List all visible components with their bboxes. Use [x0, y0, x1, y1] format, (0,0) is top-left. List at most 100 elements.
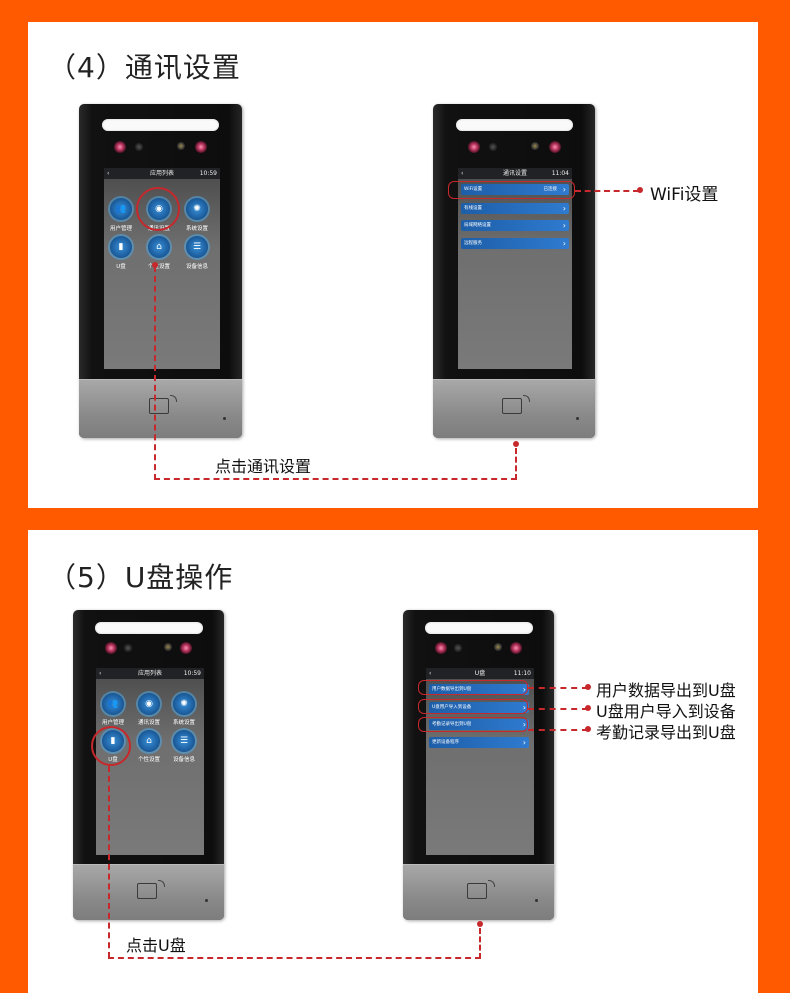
clock: 11:10 — [513, 670, 531, 677]
app-label: 个性设置 — [147, 264, 170, 270]
back-icon[interactable]: ‹ — [107, 170, 110, 177]
usb-drive-icon[interactable]: ▮ — [110, 236, 132, 258]
device-left: ‹ 应用列表 10:59 👥 用户管理 ◉ 通讯设置 ✺ 系统设置 ▮ U盘 ⌂… — [79, 104, 242, 438]
home-icon[interactable]: ⌂ — [138, 730, 160, 752]
indicator-led — [223, 417, 226, 420]
indicator-led — [535, 899, 538, 902]
row-label: 局域网络设置 — [464, 223, 491, 228]
chevron-right-icon: › — [562, 185, 566, 194]
home-icon[interactable]: ⌂ — [148, 236, 170, 258]
callout-export-users: 用户数据导出到U盘 — [596, 681, 736, 700]
app-label: 设备信息 — [172, 757, 195, 763]
connector-line — [528, 708, 588, 710]
row-label: 用户数据导出到U盘 — [432, 687, 472, 692]
row-label: 考勤记录导出到U盘 — [432, 722, 472, 727]
connector-dot — [585, 684, 591, 690]
clock: 10:59 — [183, 670, 201, 677]
gear-icon[interactable]: ✺ — [173, 693, 195, 715]
connector-line — [108, 957, 481, 959]
device-base — [79, 379, 242, 438]
connector-line — [528, 687, 588, 689]
indicator-led — [576, 417, 579, 420]
ir-camera-icon — [549, 141, 561, 153]
callout-wifi: WiFi设置 — [650, 185, 719, 205]
chevron-right-icon: › — [522, 720, 526, 729]
highlight-circle — [136, 187, 180, 231]
app-label: U盘 — [116, 264, 126, 270]
ir-camera-icon — [180, 642, 192, 654]
sensor-icon — [494, 643, 502, 651]
app-label: 用户管理 — [109, 226, 132, 232]
camera-lens-icon — [123, 643, 133, 653]
app-label: 个性设置 — [137, 757, 160, 763]
connector-dot — [585, 726, 591, 732]
device-right: ‹ U盘 11:10 用户数据导出到U盘 › U盘用户导入到设备 › 考勤记录导… — [403, 610, 554, 920]
gear-icon[interactable]: ✺ — [186, 198, 208, 220]
chevron-right-icon: › — [562, 221, 566, 230]
status-bar: ‹ 通讯设置 11:04 — [458, 168, 572, 179]
row-label: 远程服务 — [464, 241, 482, 246]
device-right: ‹ 通讯设置 11:04 WiFi设置 已连接 › 有线设置 › 局域网络设置 … — [433, 104, 595, 438]
chevron-right-icon: › — [522, 703, 526, 712]
menu-row-export-attendance[interactable]: 考勤记录导出到U盘 › — [429, 719, 529, 730]
light-bar — [95, 622, 203, 634]
menu-row-wifi[interactable]: WiFi设置 已连接 › — [461, 184, 569, 195]
highlight-box — [448, 181, 575, 199]
device-screen: ‹ U盘 11:10 用户数据导出到U盘 › U盘用户导入到设备 › 考勤记录导… — [426, 668, 534, 855]
sensor-icon — [164, 643, 172, 651]
clock: 11:04 — [551, 170, 569, 177]
info-list-icon[interactable]: ☰ — [173, 730, 195, 752]
chevron-right-icon: › — [562, 204, 566, 213]
clock: 10:59 — [199, 170, 217, 177]
highlight-box — [418, 717, 528, 732]
row-label: 更新设备程序 — [432, 740, 459, 745]
info-list-icon[interactable]: ☰ — [186, 236, 208, 258]
callout-import-users: U盘用户导入到设备 — [596, 702, 736, 721]
users-icon[interactable]: 👥 — [110, 198, 132, 220]
device-base — [403, 864, 554, 920]
app-label: 系统设置 — [185, 226, 208, 232]
camera-lens-icon — [453, 643, 463, 653]
menu-row-remote[interactable]: 远程服务 › — [461, 238, 569, 249]
highlight-circle — [91, 726, 131, 766]
menu-row-wired[interactable]: 有线设置 › — [461, 203, 569, 214]
ir-camera-icon — [195, 141, 207, 153]
row-label: WiFi设置 — [464, 187, 483, 192]
light-bar — [425, 622, 533, 634]
camera-lens-icon — [134, 142, 144, 152]
back-icon[interactable]: ‹ — [99, 670, 102, 677]
nfc-card-icon — [502, 395, 530, 414]
row-label: U盘用户导入到设备 — [432, 705, 472, 710]
menu-row-update-firmware[interactable]: 更新设备程序 › — [429, 737, 529, 748]
section-title: （5）U盘操作 — [48, 561, 234, 594]
back-icon[interactable]: ‹ — [429, 670, 432, 677]
ir-camera-icon — [468, 141, 480, 153]
menu-row-lan[interactable]: 局域网络设置 › — [461, 220, 569, 231]
device-screen: ‹ 通讯设置 11:04 WiFi设置 已连接 › 有线设置 › 局域网络设置 … — [458, 168, 572, 369]
connector-line — [515, 448, 517, 480]
app-label: 用户管理 — [101, 720, 124, 726]
ir-camera-icon — [435, 642, 447, 654]
section-usb-operation: （5）U盘操作 ‹ 应用列表 10:59 👥 用户管理 ◉ 通讯设置 ✺ 系统设… — [28, 530, 758, 993]
nfc-card-icon — [136, 880, 165, 899]
device-base — [433, 379, 595, 438]
highlight-box — [418, 699, 528, 714]
row-label: 有线设置 — [464, 206, 482, 211]
users-icon[interactable]: 👥 — [102, 693, 124, 715]
connector-line — [575, 190, 639, 192]
back-icon[interactable]: ‹ — [461, 170, 464, 177]
ir-camera-icon — [114, 141, 126, 153]
nfc-card-icon — [466, 880, 495, 899]
app-label: 通讯设置 — [137, 720, 160, 726]
highlight-box — [418, 680, 528, 695]
sensor-icon — [177, 142, 185, 150]
camera-lens-icon — [488, 142, 498, 152]
app-label: 设备信息 — [185, 264, 208, 270]
callout-click: 点击通讯设置 — [215, 457, 312, 476]
light-bar — [102, 119, 219, 131]
status-bar: ‹ U盘 11:10 — [426, 668, 534, 679]
light-bar — [456, 119, 573, 131]
wifi-icon[interactable]: ◉ — [138, 693, 160, 715]
status-bar: ‹ 应用列表 10:59 — [104, 168, 220, 179]
menu-row-import-users[interactable]: U盘用户导入到设备 › — [429, 702, 529, 713]
